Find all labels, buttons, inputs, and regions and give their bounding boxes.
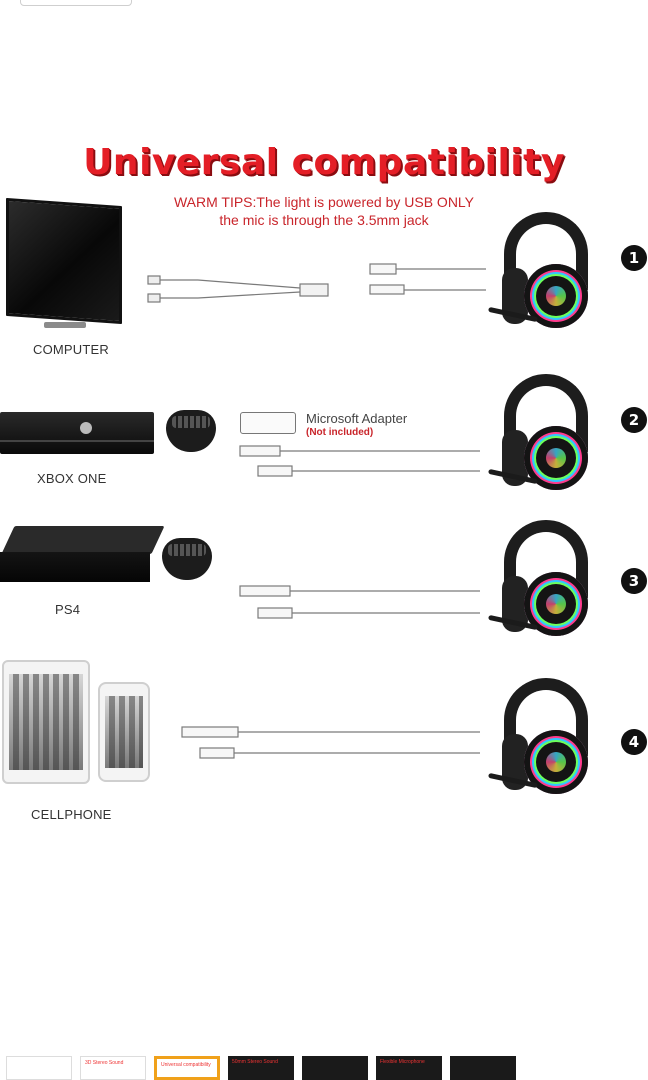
phone-image: [98, 682, 150, 782]
xbox-controller: [166, 410, 216, 452]
label-ps4: PS4: [55, 602, 81, 617]
thumbnail-2[interactable]: 3D Stereo Sound: [80, 1056, 146, 1080]
warm-tips-line-1: WARM TIPS:The light is powered by USB ON…: [173, 194, 475, 210]
ps4-controller: [162, 538, 212, 580]
warm-tips: WARM TIPS:The light is powered by USB ON…: [0, 193, 648, 229]
headset-image-3: [488, 520, 594, 652]
label-cellphone: CELLPHONE: [31, 807, 112, 822]
microsoft-adapter-icon: [240, 412, 296, 434]
badge-4: 4: [621, 729, 647, 755]
page-title: Universal compatibility: [83, 142, 565, 183]
badge-1: 1: [621, 245, 647, 271]
warm-tips-line-2: the mic is through the 3.5mm jack: [219, 212, 429, 228]
thumbnail-7[interactable]: [450, 1056, 516, 1080]
thumbnail-strip: 3D Stereo Sound Universal compatibility …: [6, 1056, 516, 1080]
badge-3: 3: [621, 568, 647, 594]
adapter-title: Microsoft Adapter: [306, 411, 408, 426]
xbox-console: [0, 406, 154, 466]
thumbnail-6[interactable]: Flexible Microphone: [376, 1056, 442, 1080]
product-image: Universal compatibility WARM TIPS:The li…: [0, 130, 648, 830]
headset-image-4: [488, 678, 594, 810]
thumbnail-5[interactable]: [302, 1056, 368, 1080]
headset-image-2: [488, 374, 594, 506]
badge-2: 2: [621, 407, 647, 433]
label-xbox-one: XBOX ONE: [37, 471, 107, 486]
cable-diagram: [147, 263, 486, 759]
headset-image-1: [488, 212, 594, 344]
top-button-fragment[interactable]: [20, 0, 132, 6]
ps4-console: [0, 522, 165, 592]
thumbnail-1[interactable]: [6, 1056, 72, 1080]
label-computer: COMPUTER: [33, 342, 109, 357]
computer-monitor: [6, 197, 124, 332]
thumbnail-4[interactable]: 50mm Stereo Sound: [228, 1056, 294, 1080]
adapter-note: (Not included): [306, 427, 374, 438]
thumbnail-3-selected[interactable]: Universal compatibility: [154, 1056, 220, 1080]
tablet-image: [2, 660, 90, 784]
